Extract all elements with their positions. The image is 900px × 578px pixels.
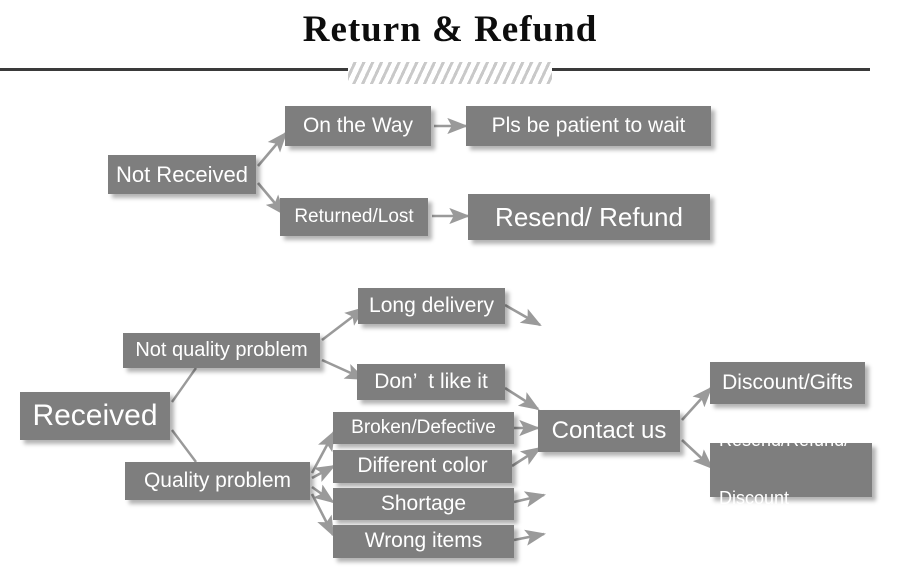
node-long-delivery[interactable]: Long delivery [358, 288, 505, 324]
node-wrong-items[interactable]: Wrong items [333, 525, 514, 558]
node-shortage[interactable]: Shortage [333, 488, 514, 520]
node-not-received[interactable]: Not Received [108, 155, 256, 194]
node-discount-gifts[interactable]: Discount/Gifts [710, 362, 865, 404]
node-resend-refund[interactable]: Resend/ Refund [468, 194, 710, 240]
edge-contactus-resendrefunddiscount [681, 439, 714, 470]
divider-rule-right [552, 68, 870, 71]
edge-quality-shortage [311, 484, 335, 504]
node-resend-refund-discount[interactable]: Resend/Refund/ Discount [710, 430, 872, 508]
divider-rule-left [0, 68, 348, 71]
edge-notreceived-returnedlost [257, 182, 286, 216]
edge-quality-wrongitems [310, 493, 335, 537]
edge-shortage-contactus [513, 491, 547, 508]
node-dont-like-it[interactable]: Don’ t like it [357, 364, 505, 400]
node-not-quality-problem[interactable]: Not quality problem [123, 333, 320, 368]
edge-received-notquality [171, 367, 197, 403]
hatch-divider-icon [348, 62, 552, 84]
node-returned-lost[interactable]: Returned/Lost [280, 198, 428, 236]
edge-notreceived-ontheway [257, 131, 288, 167]
edge-wrongitems-contactus [513, 529, 547, 546]
edge-differentcolor-contactus [511, 446, 542, 468]
decorative-divider [0, 62, 900, 84]
page-title: Return & Refund [302, 9, 598, 50]
edge-received-quality [171, 429, 197, 463]
edge-longdelivery-contactus [504, 303, 542, 327]
node-pls-be-patient-to-wait[interactable]: Pls be patient to wait [466, 106, 711, 146]
node-received[interactable]: Received [20, 392, 170, 440]
node-broken-defective[interactable]: Broken/Defective [333, 412, 514, 444]
edge-quality-differentcolor [311, 464, 336, 483]
edge-notquality-longdelivery [321, 306, 366, 342]
edge-contactus-discountgifts [681, 386, 713, 421]
node-on-the-way[interactable]: On the Way [285, 106, 431, 146]
edge-dontlike-contactus [504, 386, 540, 411]
node-quality-problem[interactable]: Quality problem [125, 462, 310, 500]
node-different-color[interactable]: Different color [333, 450, 512, 483]
node-contact-us[interactable]: Contact us [538, 410, 680, 452]
